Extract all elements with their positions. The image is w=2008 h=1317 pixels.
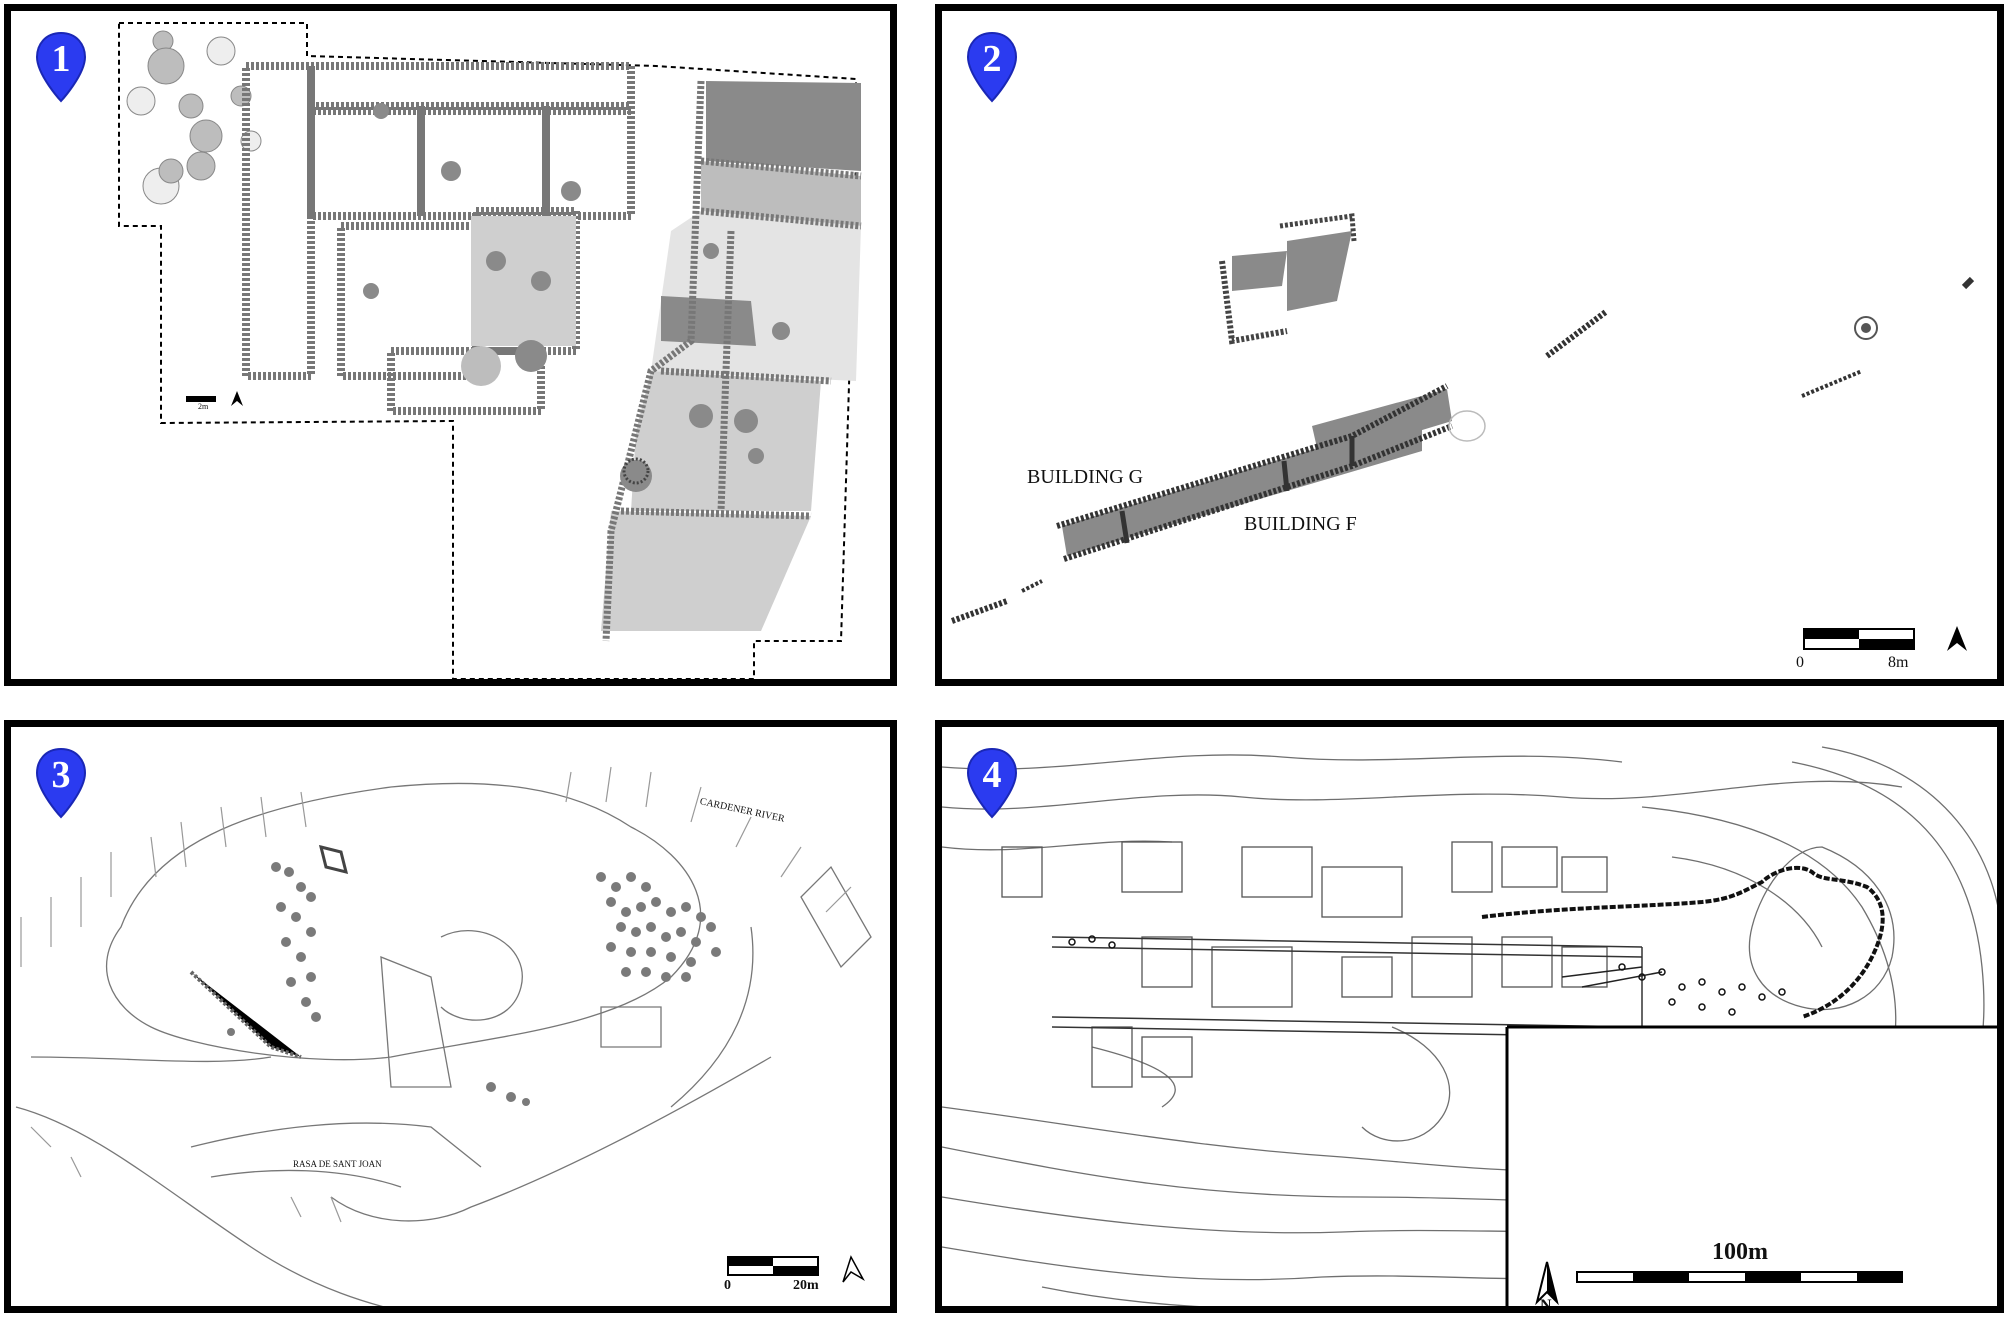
scale-bar-icon xyxy=(727,1256,819,1276)
panel-4-topographic-map: 4 xyxy=(935,720,2004,1313)
scale-end-label: 20m xyxy=(793,1278,819,1293)
panel-2-buildings-plan: 2 BUILDING G BUILDING F 0 8m xyxy=(935,4,2004,686)
panel-3-plan-drawing xyxy=(15,766,872,1306)
north-arrow-icon xyxy=(1535,1261,1559,1306)
scale-bar-icon xyxy=(1576,1271,1903,1283)
panel-3-hill-plan: 3 xyxy=(4,720,897,1313)
map-pin-icon: 4 xyxy=(964,747,1020,819)
building-g-label: BUILDING G xyxy=(1027,466,1144,488)
scale-start-label: 0 xyxy=(1796,654,1804,671)
scale-label: 100m xyxy=(1712,1239,1768,1265)
map-pin-icon: 1 xyxy=(33,31,89,103)
panel-2-plan-drawing xyxy=(950,213,1975,651)
north-arrow-icon xyxy=(231,391,243,406)
panel-1-site-plan: 1 xyxy=(4,4,897,686)
scale-label: 2m xyxy=(198,402,209,411)
rasa-label: RASA DE SANT JOAN xyxy=(293,1159,382,1169)
scale-bar-icon xyxy=(1803,628,1915,650)
building-f-label: BUILDING F xyxy=(1244,513,1357,535)
map-pin-icon: 2 xyxy=(964,31,1020,103)
panel-1-plan-drawing xyxy=(118,22,862,679)
panel-4-map-drawing xyxy=(942,746,1997,1306)
scale-start-label: 0 xyxy=(724,1278,731,1293)
north-arrow-icon xyxy=(1947,626,1967,651)
map-pin-icon: 3 xyxy=(33,747,89,819)
scale-end-label: 8m xyxy=(1888,654,1909,671)
north-arrow-icon xyxy=(842,1255,865,1283)
north-label: N xyxy=(1540,1297,1552,1313)
